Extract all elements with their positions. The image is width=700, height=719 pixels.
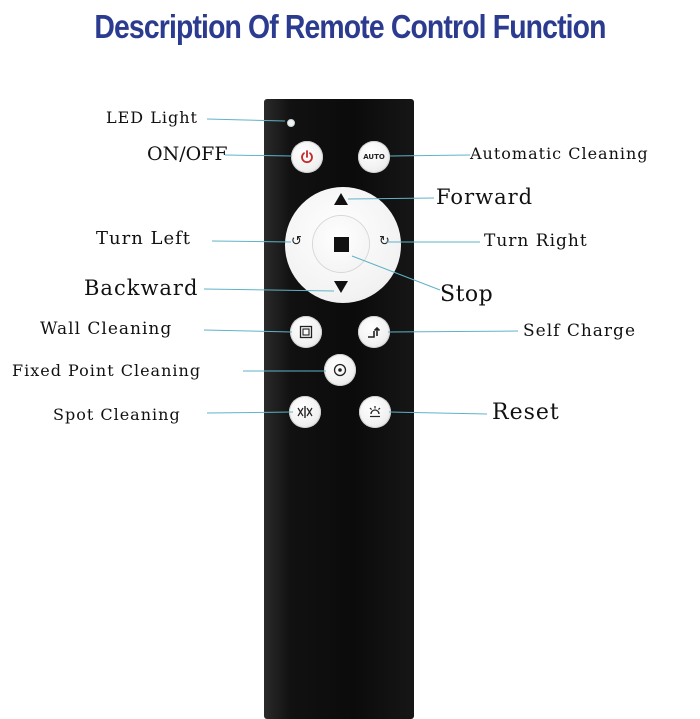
leader-line-spot: [206, 411, 294, 414]
label-backward: Backward: [84, 276, 199, 300]
stop-button[interactable]: [313, 216, 369, 272]
auto-button[interactable]: AUTO: [358, 141, 390, 173]
leader-line-on-off: [224, 154, 293, 157]
leader-line-forward: [347, 197, 435, 200]
label-wall-cleaning: Wall Cleaning: [40, 319, 173, 339]
label-turn-left: Turn Left: [96, 228, 192, 249]
leader-line-turn-left: [211, 240, 292, 243]
label-fixed-point-cleaning: Fixed Point Cleaning: [12, 361, 202, 380]
dock-icon: [368, 326, 381, 338]
leader-line-backward: [203, 288, 335, 292]
auto-icon: AUTO: [363, 153, 385, 161]
rotate-left-icon[interactable]: ↺: [291, 234, 302, 249]
up-arrow-icon[interactable]: [334, 193, 348, 205]
stop-icon: [333, 236, 349, 252]
leader-line-self-charge: [387, 330, 519, 333]
led-light-indicator: [287, 119, 295, 127]
reset-icon: [369, 406, 381, 418]
leader-line-led: [206, 118, 286, 122]
page-title: Description Of Remote Control Function: [94, 8, 606, 45]
label-automatic-cleaning: Automatic Cleaning: [470, 144, 649, 163]
label-led-light: LED Light: [106, 108, 198, 127]
self-charge-button[interactable]: [358, 316, 390, 348]
down-arrow-icon[interactable]: [334, 281, 348, 293]
label-spot-cleaning: Spot Cleaning: [53, 405, 181, 424]
label-turn-right: Turn Right: [484, 231, 588, 251]
leader-line-auto: [389, 154, 471, 157]
reset-button[interactable]: [359, 396, 391, 428]
label-forward: Forward: [436, 185, 534, 209]
wall-cleaning-button[interactable]: [290, 316, 322, 348]
leader-lines: [203, 118, 519, 415]
label-self-charge: Self Charge: [523, 321, 636, 341]
spot-cleaning-button[interactable]: [289, 396, 321, 428]
power-icon: [301, 150, 313, 164]
label-reset: Reset: [492, 400, 560, 425]
target-icon: [333, 363, 347, 377]
wall-cleaning-icon: [299, 325, 313, 339]
spot-cleaning-icon: [297, 406, 313, 418]
label-stop: Stop: [440, 282, 494, 307]
leader-line-stop: [351, 255, 441, 291]
power-button[interactable]: [291, 141, 323, 173]
leader-line-reset: [388, 411, 488, 415]
leader-line-wall: [203, 329, 293, 333]
label-on-off: ON/OFF: [147, 143, 228, 165]
rotate-right-icon[interactable]: ↻: [379, 234, 390, 249]
fixed-point-cleaning-button[interactable]: [324, 354, 356, 386]
